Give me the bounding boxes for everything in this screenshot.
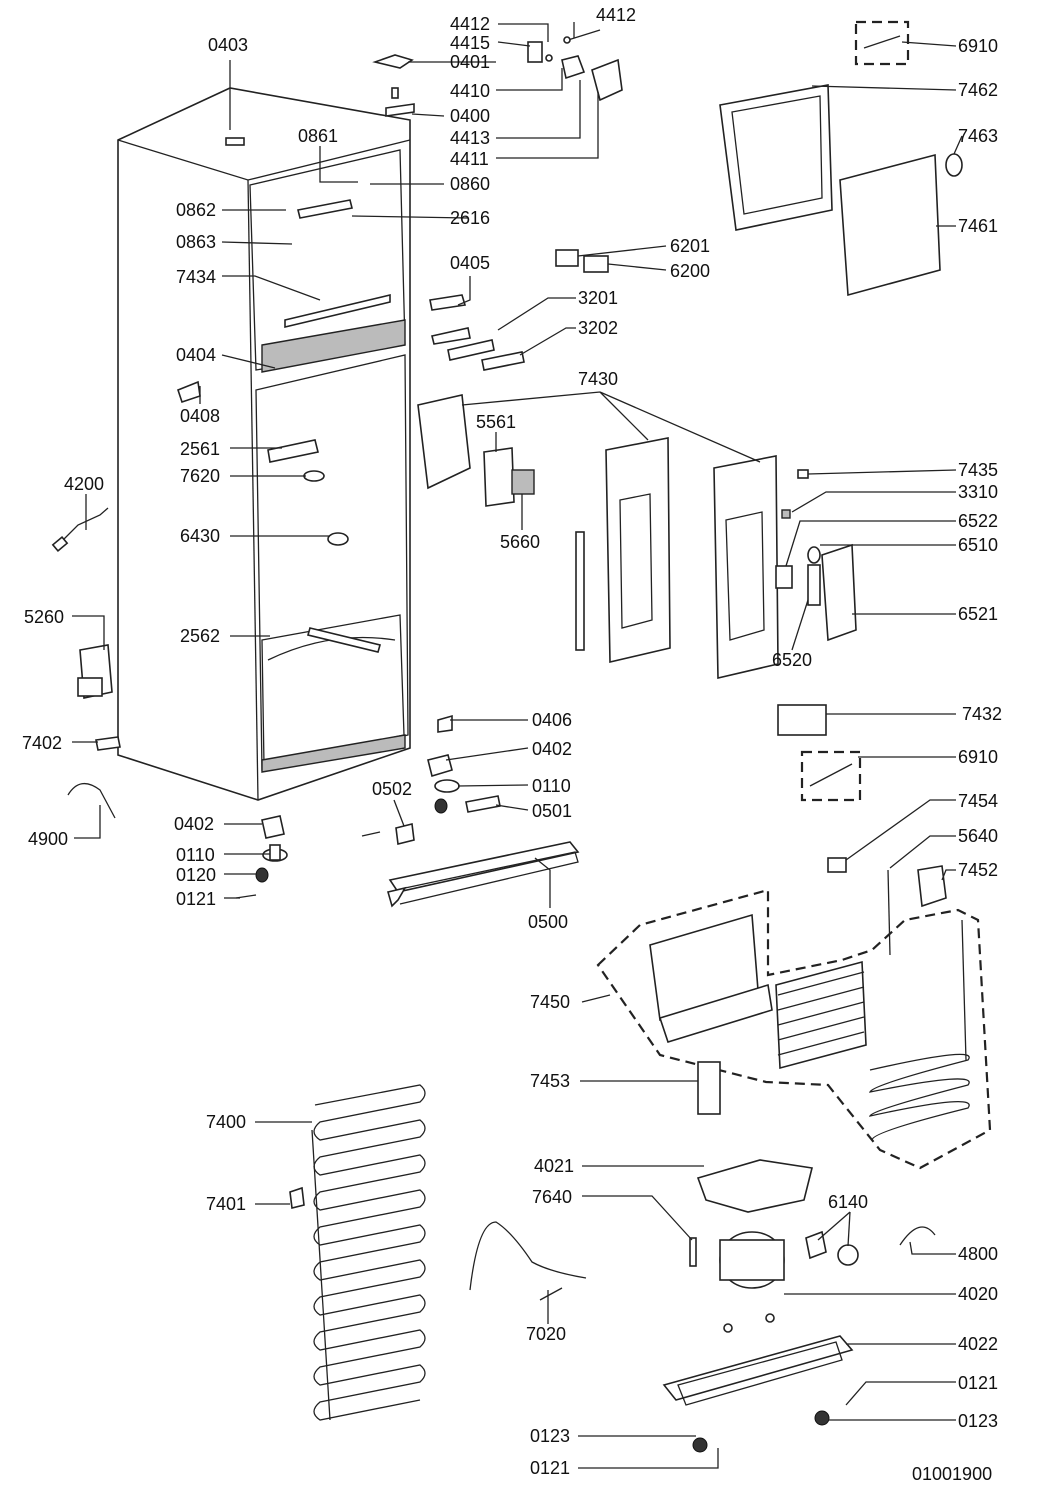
- cabinet-drawing: [117, 87, 411, 801]
- callout-7450: 7450: [530, 992, 570, 1012]
- callout-3201: 3201: [578, 288, 618, 308]
- callout-2616: 2616: [450, 208, 490, 228]
- callout-0500: 0500: [528, 912, 568, 932]
- callout-7435: 7435: [958, 460, 998, 480]
- callout-5260: 5260: [24, 607, 64, 627]
- callout-7430: 7430: [578, 369, 618, 389]
- top-hinge-parts: [372, 29, 623, 117]
- callout-0401: 0401: [450, 52, 490, 72]
- back-condenser-coil: [289, 1084, 426, 1421]
- callout-7453: 7453: [530, 1071, 570, 1091]
- callout-4411: 4411: [450, 149, 489, 169]
- callout-6140: 6140: [828, 1192, 868, 1212]
- callout-4410: 4410: [450, 81, 490, 101]
- callout-0402-a: 0402: [174, 814, 214, 834]
- callout-7461: 7461: [958, 216, 998, 236]
- callout-labels: 0403 4412 4412 4415 0401 4410 0400 4413 …: [22, 5, 1002, 1478]
- callout-5640: 5640: [958, 826, 998, 846]
- compressor-assembly: [469, 1159, 936, 1453]
- callout-7434: 7434: [176, 267, 216, 287]
- callout-4022: 4022: [958, 1334, 998, 1354]
- callout-7620: 7620: [180, 466, 220, 486]
- callout-7454: 7454: [958, 791, 998, 811]
- callout-2561: 2561: [180, 439, 220, 459]
- callout-7402: 7402: [22, 733, 62, 753]
- callout-0405: 0405: [450, 253, 490, 273]
- callout-0121-a: 0121: [176, 889, 216, 909]
- left-loose-parts: [51, 380, 288, 899]
- callout-0404: 0404: [176, 345, 216, 365]
- callout-0402-b: 0402: [532, 739, 572, 759]
- callout-0121-b: 0121: [958, 1373, 998, 1393]
- callout-0403: 0403: [208, 35, 248, 55]
- callout-4413: 4413: [450, 128, 490, 148]
- callout-5660: 5660: [500, 532, 540, 552]
- callout-0123-b: 0123: [958, 1411, 998, 1431]
- callout-4415: 4415: [450, 33, 490, 53]
- callout-0408: 0408: [180, 406, 220, 426]
- callout-7020: 7020: [526, 1324, 566, 1344]
- callout-6200: 6200: [670, 261, 710, 281]
- control-panel-parts: [429, 20, 963, 371]
- callout-2562: 2562: [180, 626, 220, 646]
- callout-7640: 7640: [532, 1187, 572, 1207]
- callout-0501: 0501: [532, 801, 572, 821]
- callout-7432: 7432: [962, 704, 1002, 724]
- callout-4900: 4900: [28, 829, 68, 849]
- callout-0863: 0863: [176, 232, 216, 252]
- callout-0123-a: 0123: [530, 1426, 570, 1446]
- callout-6430: 6430: [180, 526, 220, 546]
- callout-0400: 0400: [450, 106, 490, 126]
- callout-0120: 0120: [176, 865, 216, 885]
- callout-7463: 7463: [958, 126, 998, 146]
- bottom-front-parts: [361, 714, 580, 908]
- callout-0110-b: 0110: [532, 776, 571, 796]
- callout-4020: 4020: [958, 1284, 998, 1304]
- callout-7400: 7400: [206, 1112, 246, 1132]
- evaporator-condenser: [596, 888, 992, 1170]
- callout-7452: 7452: [958, 860, 998, 880]
- callout-6910-b: 6910: [958, 747, 998, 767]
- callout-4800: 4800: [958, 1244, 998, 1264]
- callout-6510: 6510: [958, 535, 998, 555]
- callout-4412-a: 4412: [450, 14, 490, 34]
- air-duct-parts: [417, 394, 947, 956]
- callout-6910-a: 6910: [958, 36, 998, 56]
- callout-6520: 6520: [772, 650, 812, 670]
- callout-3202: 3202: [578, 318, 618, 338]
- drawing-number: 01001900: [912, 1464, 992, 1484]
- callout-0861: 0861: [298, 126, 338, 146]
- callout-0502: 0502: [372, 779, 412, 799]
- callout-7401: 7401: [206, 1194, 246, 1214]
- callout-4412-b: 4412: [596, 5, 636, 25]
- callout-5561: 5561: [476, 412, 516, 432]
- leader-lines: [72, 22, 963, 1469]
- callout-0406: 0406: [532, 710, 572, 730]
- callout-0121-c: 0121: [530, 1458, 570, 1478]
- callout-4021: 4021: [534, 1156, 574, 1176]
- callout-7462: 7462: [958, 80, 998, 100]
- callout-0860: 0860: [450, 174, 490, 194]
- callout-4200: 4200: [64, 474, 104, 494]
- callout-6521: 6521: [958, 604, 998, 624]
- callout-0110-a: 0110: [176, 845, 215, 865]
- callout-6522: 6522: [958, 511, 998, 531]
- callout-0862: 0862: [176, 200, 216, 220]
- callout-6201: 6201: [670, 236, 710, 256]
- callout-3310: 3310: [958, 482, 998, 502]
